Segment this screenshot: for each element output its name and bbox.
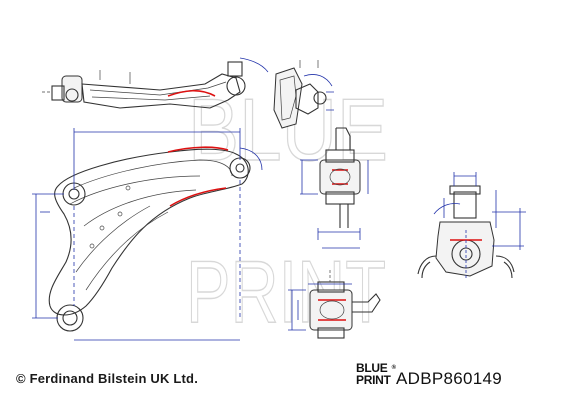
part-number: ADBP860149 <box>396 369 503 388</box>
bushing-view-1 <box>300 127 369 249</box>
main-control-arm <box>32 128 263 341</box>
copyright-notice: © Ferdinand Bilstein UK Ltd. <box>16 371 199 386</box>
watermark-line2: PRINT <box>186 242 386 341</box>
logo-line1: BLUE <box>356 361 388 375</box>
brand-logo: BLUE PRINT ® <box>356 361 396 387</box>
ball-joint-view <box>417 172 526 280</box>
logo-line2: PRINT <box>356 373 391 387</box>
top-view-arm <box>40 57 269 109</box>
registered-mark: ® <box>391 365 396 371</box>
bushing-view-2 <box>288 270 381 339</box>
ball-joint-views <box>273 60 334 129</box>
